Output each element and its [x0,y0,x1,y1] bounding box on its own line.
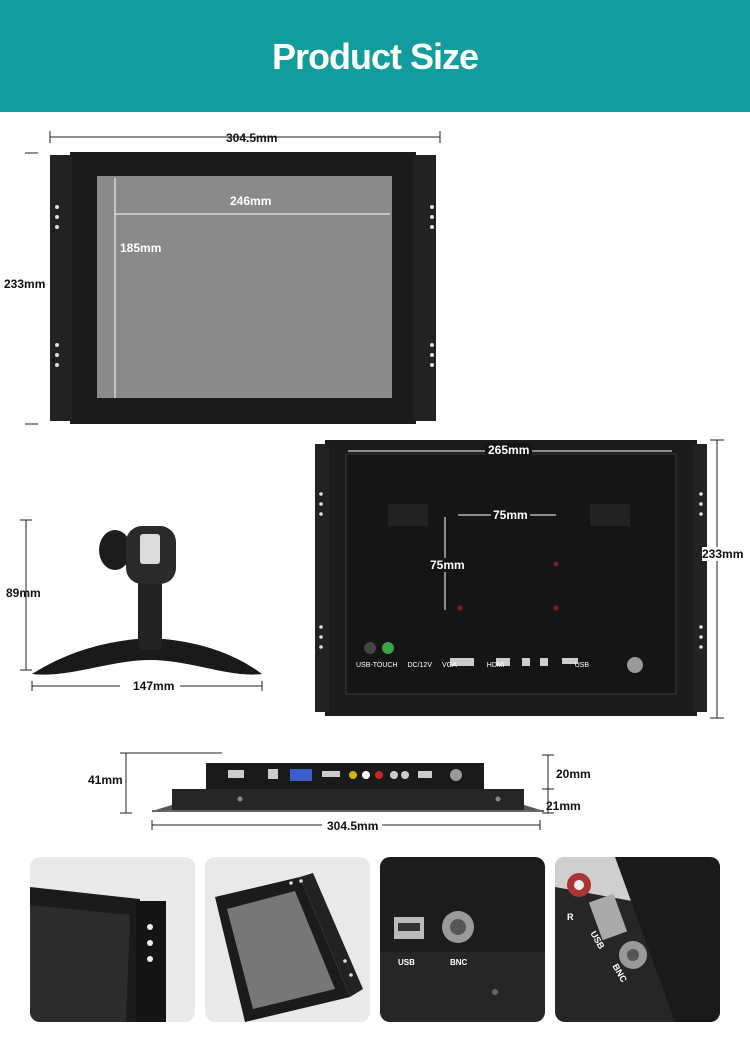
port-label: USB-TOUCH [356,662,398,669]
top-depth-label: 20mm [556,767,591,781]
front-view-drawing [25,131,441,425]
photo-r-label: R [567,912,574,922]
stand-width-label: 147mm [133,679,175,693]
screen-width-label: 246mm [230,194,272,208]
vesa-horizontal-label: 75mm [491,508,530,522]
front-width-label: 304.5mm [226,131,278,145]
side-width-label: 304.5mm [327,819,379,833]
rear-view-drawing [315,439,724,719]
port-label: DC/12V [407,662,432,669]
bottom-depth-label: 21mm [546,799,581,813]
rear-width-label: 265mm [485,443,533,457]
stand-drawing [20,519,263,694]
rear-port-labels: USB-TOUCH DC/12V VGA HDMI USB [356,662,589,669]
photo-bnc-label: BNC [450,958,468,967]
detail-photo-bezel [30,857,195,1022]
header-banner [0,0,750,112]
detail-photo-ports-side [555,857,720,1022]
port-label: VGA [442,662,457,669]
stand-height-label: 89mm [6,586,41,600]
total-depth-label: 41mm [88,773,123,787]
photo-usb-label: USB [398,958,415,967]
detail-photo-ports-usb-bnc [380,857,545,1022]
page-title: Product Size [271,36,479,77]
detail-photo-angle [205,857,370,1022]
vesa-vertical-label: 75mm [428,558,467,572]
side-view-drawing [120,752,554,833]
screen-height-label: 185mm [120,241,162,255]
port-label: HDMI [486,662,505,669]
rear-height-label: 233mm [702,547,744,561]
port-label: USB [574,662,590,669]
front-height-label: 233mm [4,277,46,291]
